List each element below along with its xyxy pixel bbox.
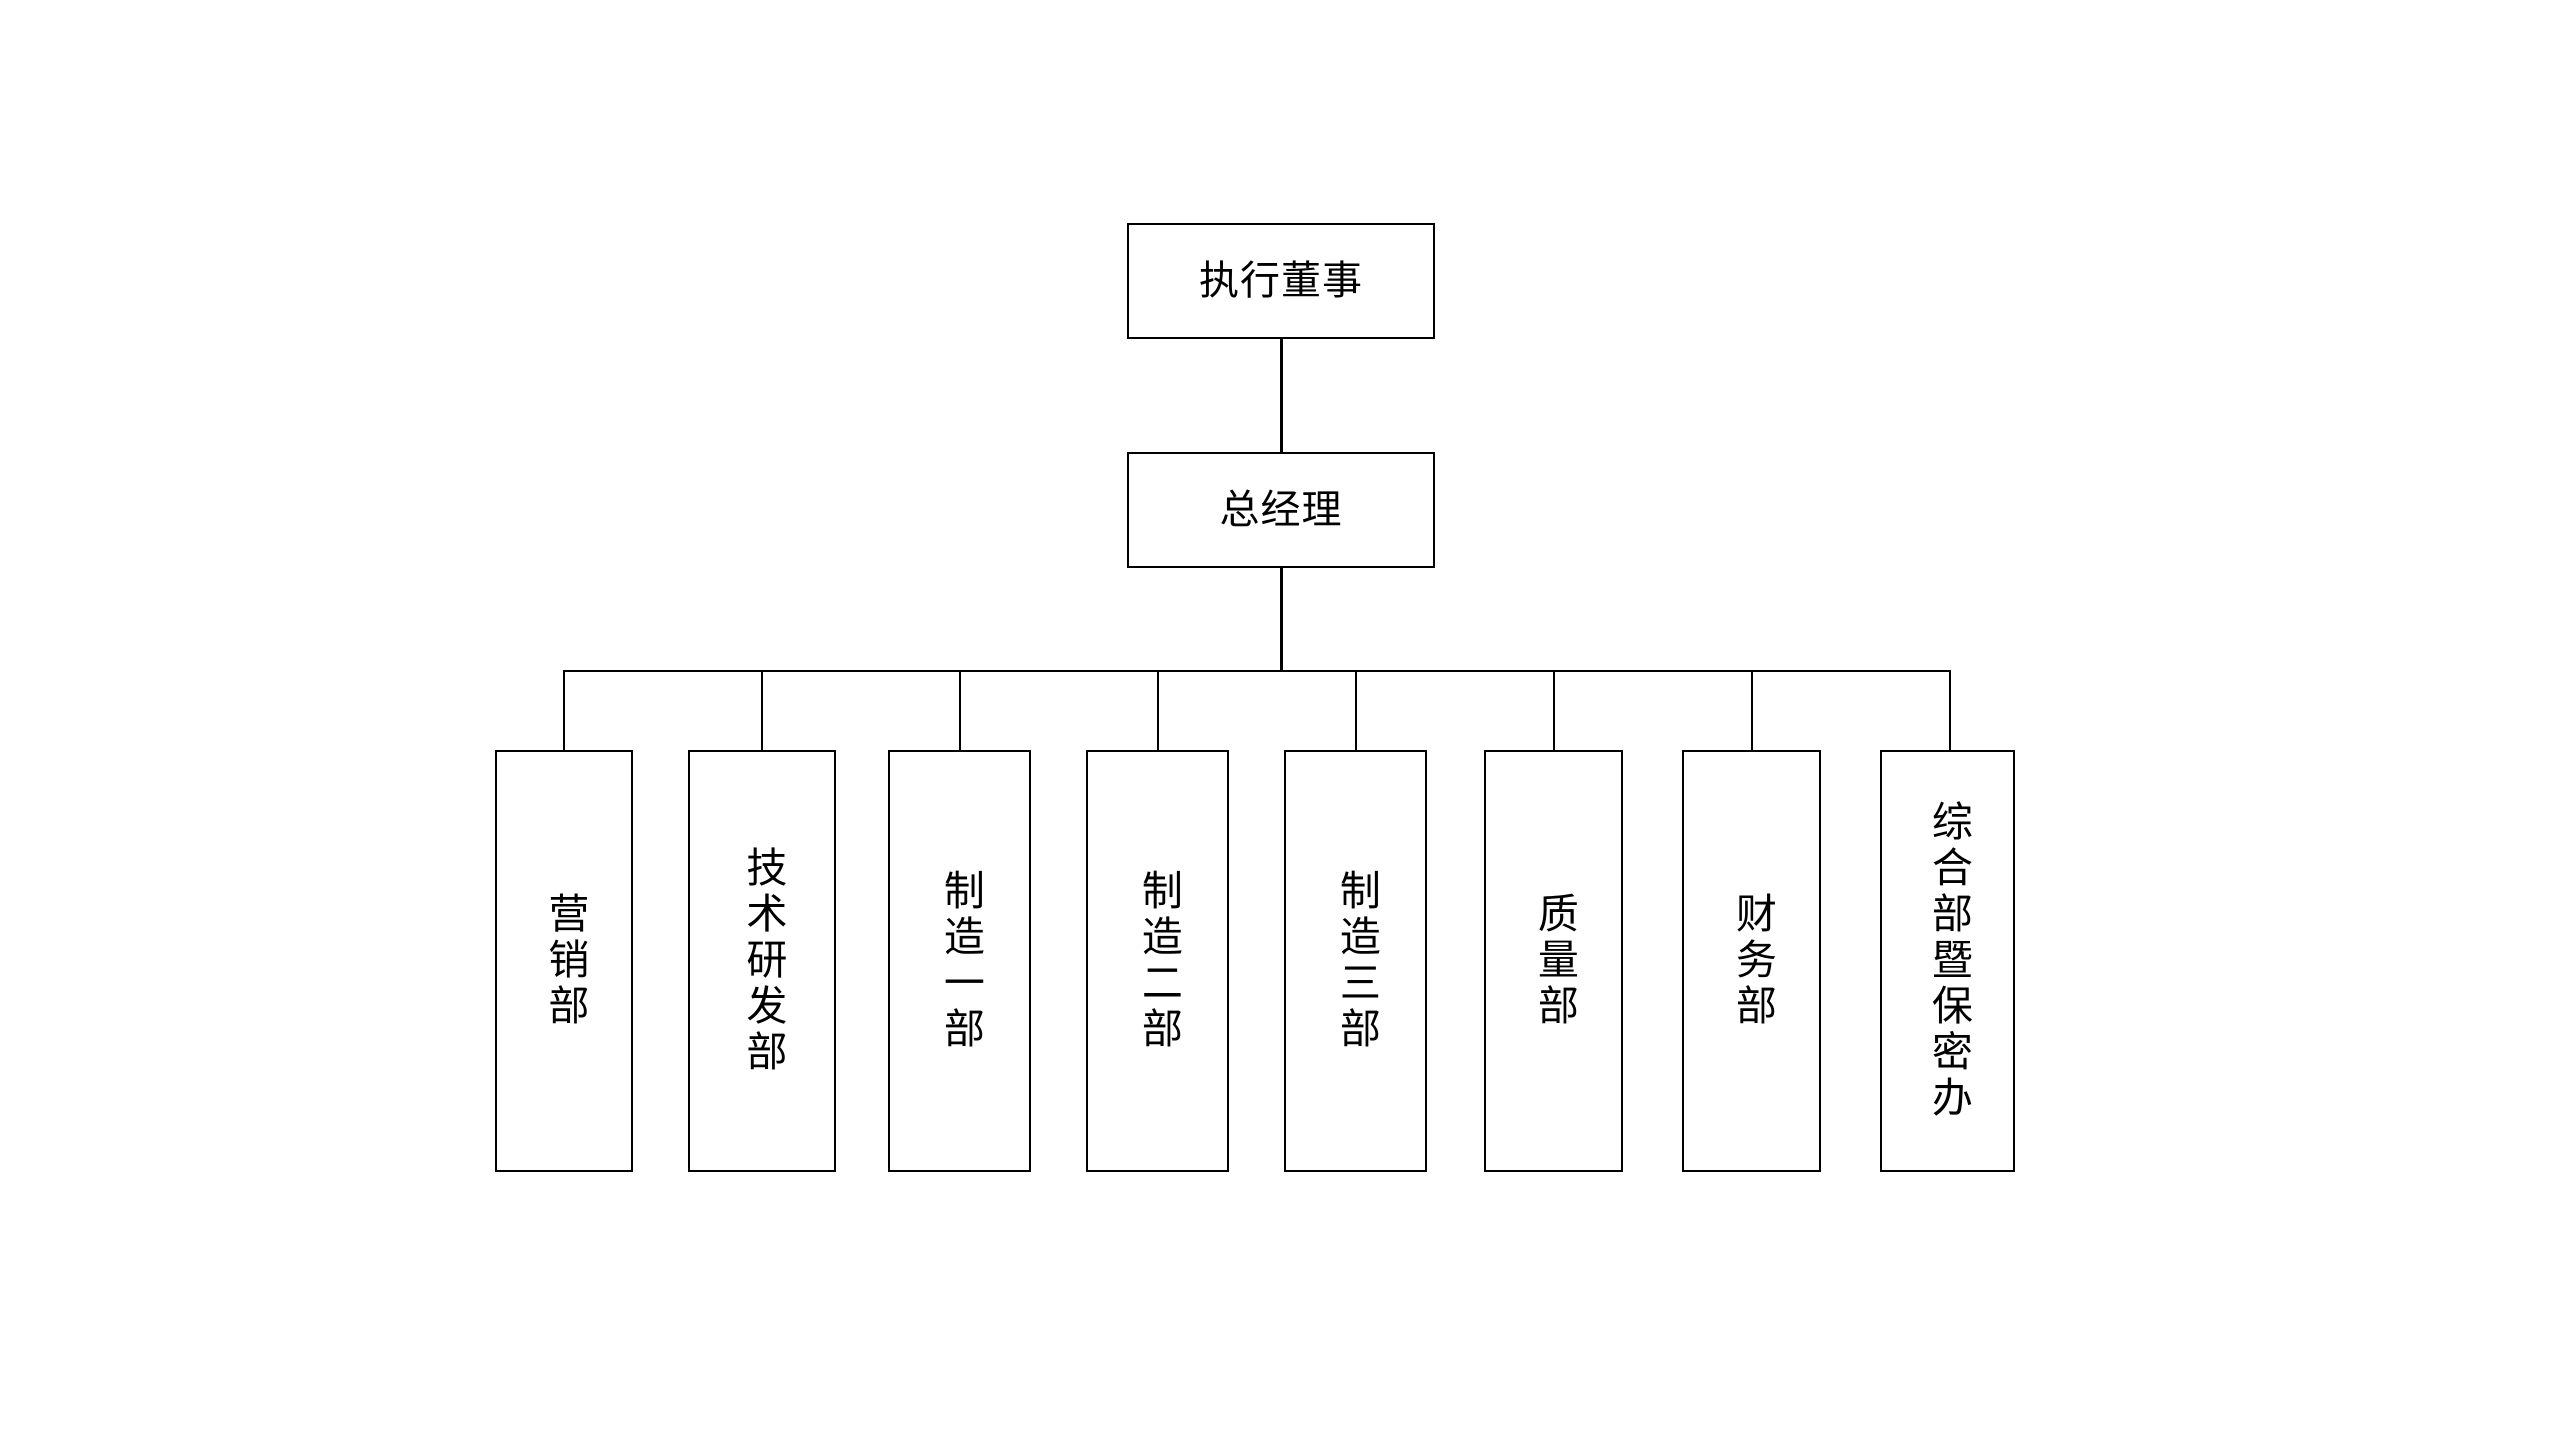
node-department-manufacturing-3[interactable]: 制造三部 xyxy=(1284,750,1427,1172)
connector-horizontal-bus xyxy=(564,670,1950,672)
connector-drop-general-affairs xyxy=(1949,670,1951,751)
node-label-manufacturing-1: 制造一部 xyxy=(937,869,984,1053)
node-label-quality: 质量部 xyxy=(1531,892,1578,1030)
connector-drop-manufacturing-3 xyxy=(1355,670,1357,751)
node-label-manufacturing-3: 制造三部 xyxy=(1333,869,1380,1053)
node-department-general-affairs[interactable]: 综合部暨保密办 xyxy=(1880,750,2015,1172)
connector-drop-manufacturing-1 xyxy=(959,670,961,751)
connector-drop-marketing xyxy=(563,670,565,751)
node-label-general-affairs: 综合部暨保密办 xyxy=(1925,800,1972,1122)
connector-director-to-manager xyxy=(1280,339,1283,453)
connector-drop-tech-rd xyxy=(761,670,763,751)
node-label-finance: 财务部 xyxy=(1729,892,1776,1030)
node-department-manufacturing-2[interactable]: 制造二部 xyxy=(1086,750,1229,1172)
connector-manager-to-bus xyxy=(1280,568,1283,671)
connector-drop-manufacturing-2 xyxy=(1157,670,1159,751)
node-department-quality[interactable]: 质量部 xyxy=(1484,750,1623,1172)
node-department-finance[interactable]: 财务部 xyxy=(1682,750,1821,1172)
node-department-marketing[interactable]: 营销部 xyxy=(495,750,633,1172)
node-label-manufacturing-2: 制造二部 xyxy=(1135,869,1182,1053)
node-label-general-manager: 总经理 xyxy=(1219,488,1343,532)
node-label-marketing: 营销部 xyxy=(541,892,588,1030)
node-executive-director[interactable]: 执行董事 xyxy=(1127,223,1435,339)
node-department-manufacturing-1[interactable]: 制造一部 xyxy=(888,750,1031,1172)
node-label-executive-director: 执行董事 xyxy=(1199,259,1363,303)
connector-drop-quality xyxy=(1553,670,1555,751)
node-general-manager[interactable]: 总经理 xyxy=(1127,452,1435,568)
node-department-tech-rd[interactable]: 技术研发部 xyxy=(688,750,836,1172)
node-label-tech-rd: 技术研发部 xyxy=(739,846,786,1076)
connector-drop-finance xyxy=(1751,670,1753,751)
